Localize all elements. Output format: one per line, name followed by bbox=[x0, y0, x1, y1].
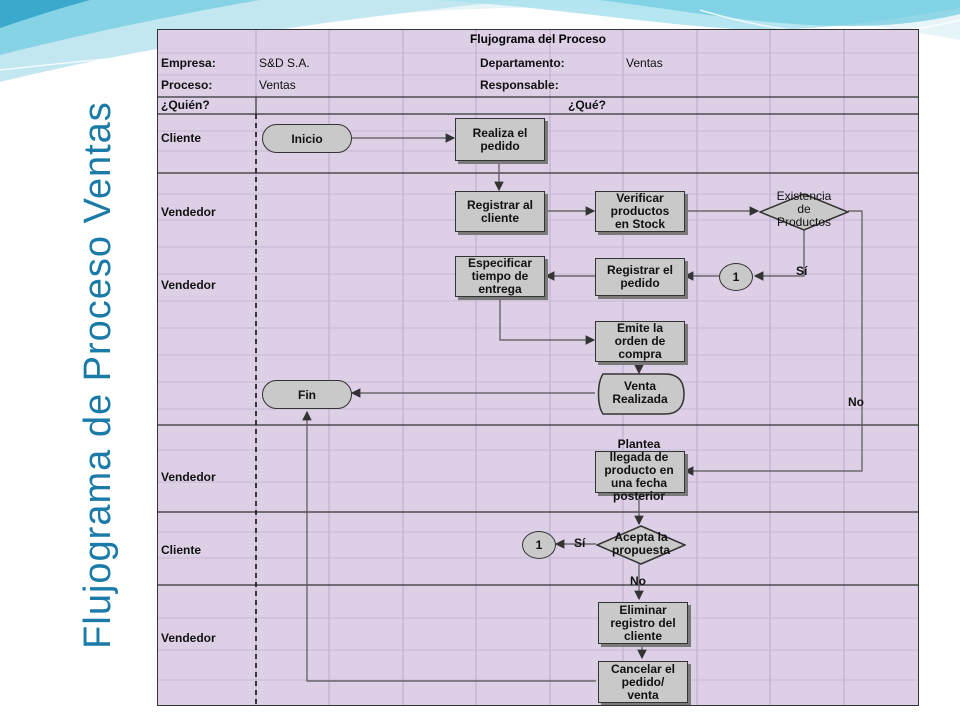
eliminar-registro-box: Eliminar registro del cliente bbox=[598, 602, 688, 644]
acepta-propuesta-diamond-shape bbox=[596, 525, 686, 565]
edge-label-si: Sí bbox=[796, 264, 808, 278]
cancelar-pedido-box: Cancelar el pedido/ venta bbox=[598, 661, 688, 703]
edge-label-no: No bbox=[630, 574, 646, 588]
departamento-label: Departamento: bbox=[480, 56, 565, 70]
responsable-label: Responsable: bbox=[480, 78, 559, 92]
slide-title: Flujograma de Proceso Ventas bbox=[77, 101, 119, 649]
flowchart-header-title: Flujograma del Proceso bbox=[469, 32, 607, 46]
lane-label-cliente: Cliente bbox=[161, 543, 202, 557]
lane-label-vendedor: Vendedor bbox=[161, 470, 216, 484]
edge-label-no: No bbox=[848, 395, 864, 409]
acepta-propuesta-label: Acepta la propuesta bbox=[611, 530, 670, 557]
quien-header: ¿Quién? bbox=[161, 98, 210, 112]
inicio-terminal: Inicio bbox=[262, 124, 352, 153]
lane-label-vendedor: Vendedor bbox=[161, 205, 216, 219]
registrar-cliente-box: Registrar al cliente bbox=[455, 191, 545, 232]
empresa-label: Empresa: bbox=[161, 56, 216, 70]
flowchart-frame: Flujograma del Proceso Empresa: S&D S.A.… bbox=[157, 29, 919, 706]
lane-label-vendedor: Vendedor bbox=[161, 631, 216, 645]
especificar-tiempo-box: Especificar tiempo de entrega bbox=[455, 256, 545, 297]
venta-realizada-label: Venta Realizada bbox=[612, 379, 668, 406]
connector-1: 1 bbox=[719, 263, 753, 291]
registrar-pedido-box: Registrar el pedido bbox=[595, 258, 685, 296]
venta-realizada-shape bbox=[597, 373, 685, 415]
plantea-llegada-label: Plantea llegada de producto en una fecha… bbox=[604, 437, 674, 503]
edge-label-si: Sí bbox=[574, 536, 586, 550]
verificar-stock-box: Verificar productos en Stock bbox=[595, 191, 685, 232]
proceso-value: Ventas bbox=[259, 78, 296, 92]
lane-label-vendedor: Vendedor bbox=[161, 278, 216, 292]
existencia-diamond-shape bbox=[759, 193, 849, 231]
connector-1: 1 bbox=[522, 531, 556, 559]
existencia-label: Existencia de Productos bbox=[776, 189, 832, 229]
que-header: ¿Qué? bbox=[568, 98, 606, 112]
plantea-llegada-box bbox=[595, 451, 685, 493]
proceso-label: Proceso: bbox=[161, 78, 213, 92]
fin-terminal: Fin bbox=[262, 380, 352, 409]
emite-orden-box: Emite la orden de compra bbox=[595, 321, 685, 362]
empresa-value: S&D S.A. bbox=[259, 56, 310, 70]
lane-label-cliente: Cliente bbox=[161, 131, 202, 145]
realiza-pedido-box: Realiza el pedido bbox=[455, 118, 545, 161]
departamento-value: Ventas bbox=[626, 56, 663, 70]
